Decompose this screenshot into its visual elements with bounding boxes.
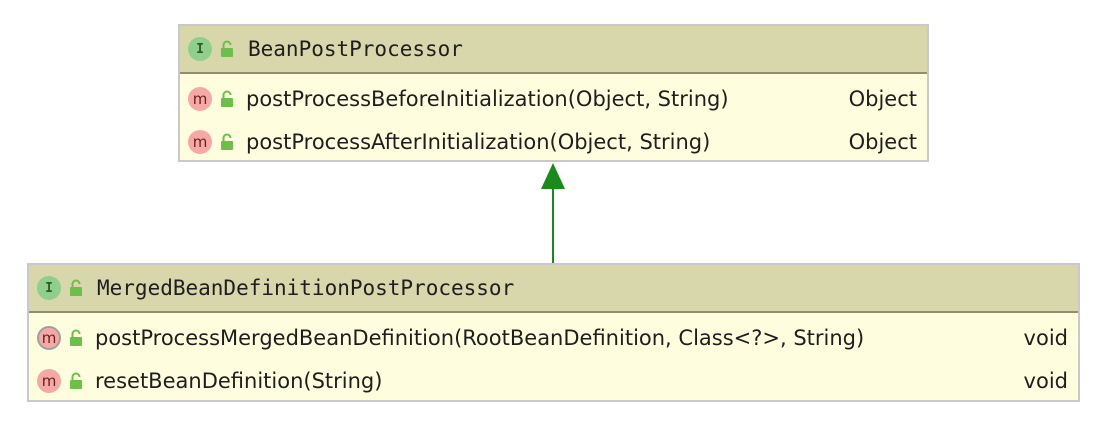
method-icon: m [188,86,212,111]
class-header[interactable]: I MergedBeanDefinitionPostProcessor [29,265,1078,313]
method-icon: m [188,129,212,154]
class-box-merged-bean-definition-post-processor[interactable]: I MergedBeanDefinitionPostProcessor m po… [27,263,1080,402]
method-return-type: Object [848,86,917,111]
public-lock-icon [70,329,82,346]
method-return-type: Object [848,129,917,154]
class-box-bean-post-processor[interactable]: I BeanPostProcessor m postProcessBeforeI… [178,24,929,162]
public-lock-icon [70,372,82,389]
member-row[interactable]: m postProcessMergedBeanDefinition(RootBe… [29,316,1078,359]
public-lock-icon [221,90,233,107]
member-row[interactable]: m postProcessAfterInitialization(Object,… [180,120,927,163]
method-signature: postProcessAfterInitialization(Object, S… [246,129,711,154]
method-signature: resetBeanDefinition(String) [95,368,383,393]
public-lock-icon [221,40,233,57]
method-return-type: void [1023,325,1068,350]
abstract-method-icon: m [37,325,61,350]
interface-icon: I [37,276,61,300]
method-signature: postProcessBeforeInitialization(Object, … [246,86,729,111]
public-lock-icon [70,279,82,296]
method-icon: m [37,368,61,393]
public-lock-icon [221,133,233,150]
class-header[interactable]: I BeanPostProcessor [180,26,927,74]
class-name: BeanPostProcessor [248,37,463,61]
member-row[interactable]: m postProcessBeforeInitialization(Object… [180,77,927,120]
arrow-head [541,163,565,189]
interface-icon: I [188,37,212,61]
method-signature: postProcessMergedBeanDefinition(RootBean… [95,325,865,350]
member-row[interactable]: m resetBeanDefinition(String) void [29,359,1078,402]
method-return-type: void [1023,368,1068,393]
class-name: MergedBeanDefinitionPostProcessor [97,276,515,300]
